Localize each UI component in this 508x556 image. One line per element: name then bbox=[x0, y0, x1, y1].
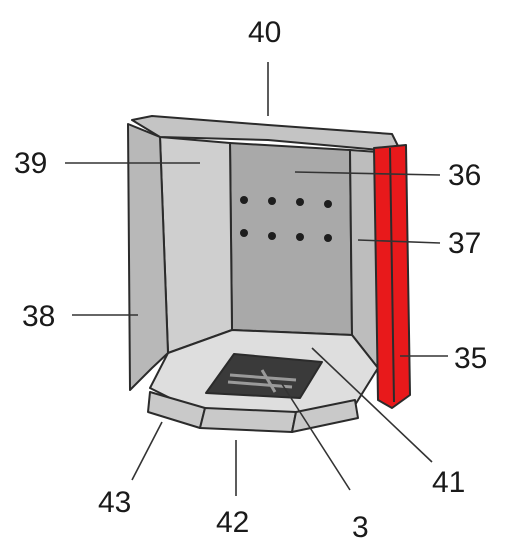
leader-43 bbox=[131, 421, 163, 481]
part-39-left-side-panel bbox=[159, 136, 233, 354]
grate-bar bbox=[227, 380, 293, 389]
grate-bars bbox=[227, 369, 297, 393]
grate-bar bbox=[260, 369, 277, 393]
label-35: 35 bbox=[454, 342, 487, 375]
label-3: 3 bbox=[352, 511, 369, 544]
hole bbox=[324, 234, 332, 242]
label-38: 38 bbox=[22, 300, 55, 333]
label-42: 42 bbox=[216, 506, 249, 539]
part-labels: 40 39 36 37 38 35 41 43 42 3 bbox=[14, 16, 487, 544]
label-41: 41 bbox=[432, 466, 465, 499]
liner-assembly bbox=[127, 115, 411, 433]
hole bbox=[296, 233, 304, 241]
hole bbox=[240, 229, 248, 237]
part-42-front-base bbox=[199, 407, 297, 433]
leader-41 bbox=[311, 347, 433, 463]
back-panel-holes bbox=[240, 196, 332, 242]
hole bbox=[240, 196, 248, 204]
hole bbox=[268, 232, 276, 240]
label-43: 43 bbox=[98, 486, 131, 519]
hole bbox=[268, 197, 276, 205]
hole bbox=[296, 198, 304, 206]
label-39: 39 bbox=[14, 147, 47, 180]
leader-37 bbox=[357, 239, 441, 244]
label-37: 37 bbox=[448, 227, 481, 260]
label-36: 36 bbox=[448, 159, 481, 192]
leader-lines bbox=[65, 62, 448, 496]
part-36-back-panel bbox=[229, 142, 353, 336]
label-40: 40 bbox=[248, 16, 281, 49]
leader-36 bbox=[294, 171, 441, 176]
grate-bar bbox=[229, 373, 297, 382]
leader-3 bbox=[281, 383, 351, 491]
part-35-inner-edge bbox=[389, 147, 395, 403]
hole bbox=[324, 200, 332, 208]
